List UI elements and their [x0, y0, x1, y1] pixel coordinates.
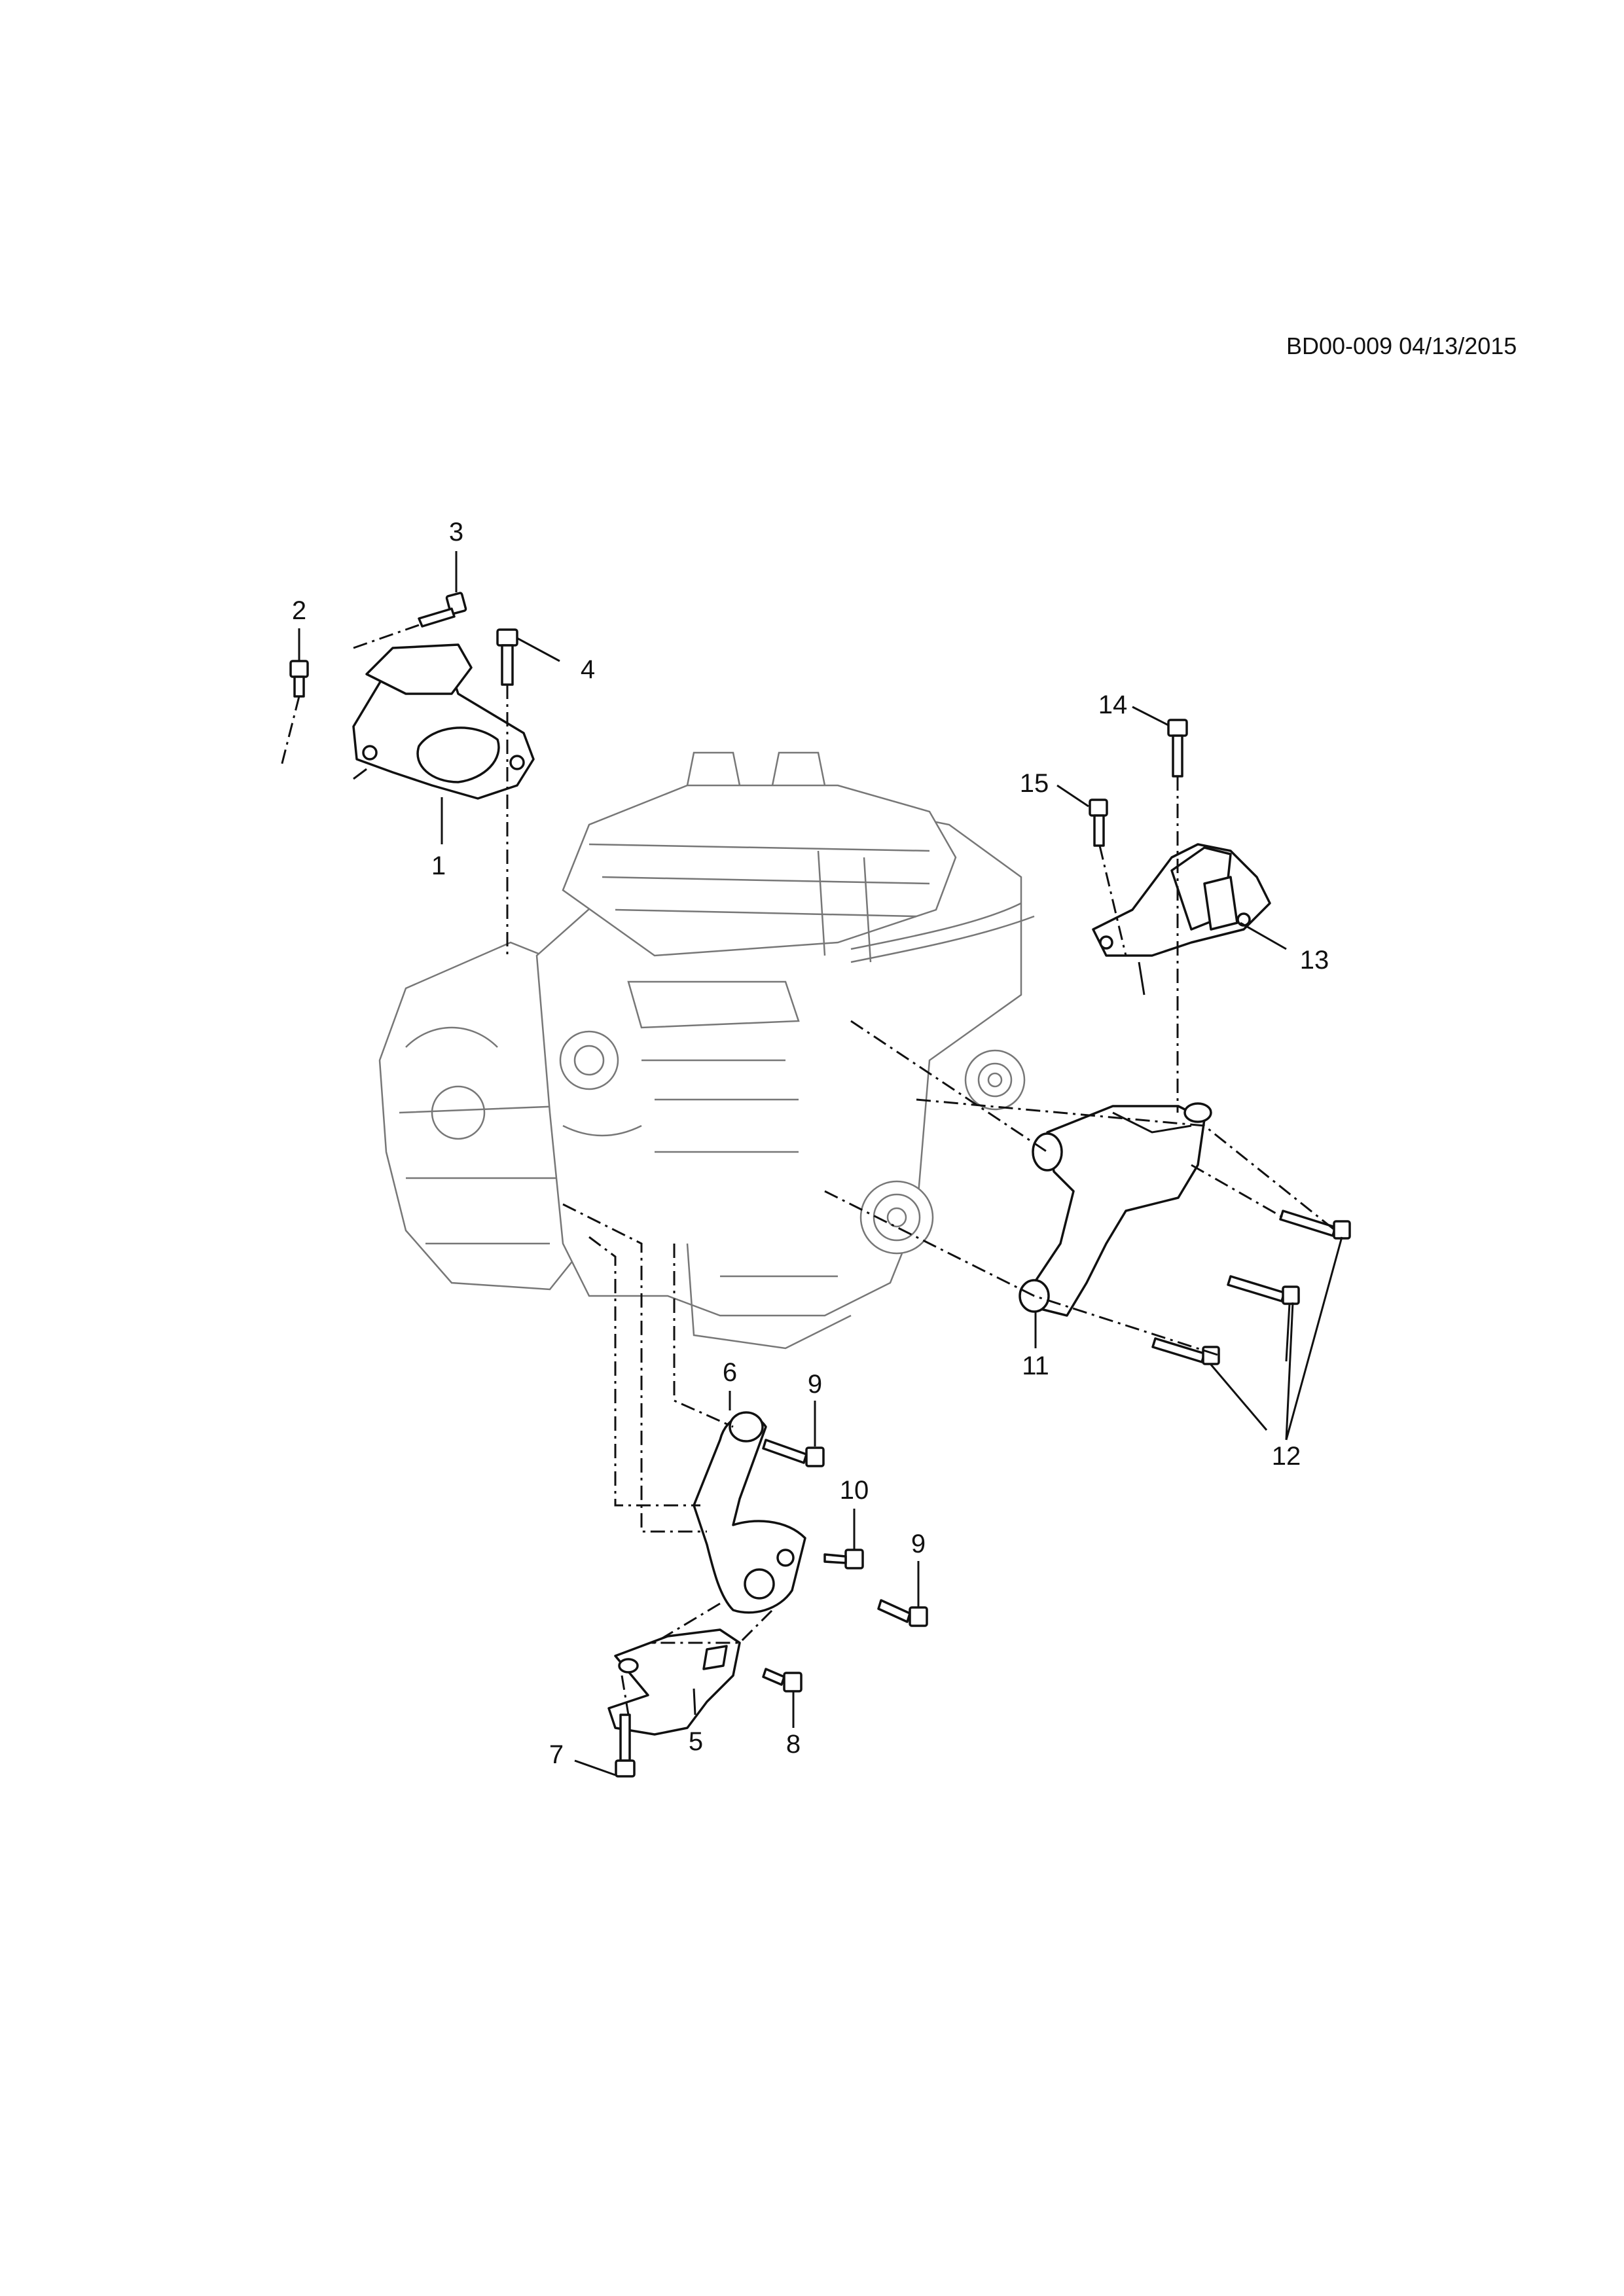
- callout-14: 14: [1098, 691, 1128, 719]
- lower-mount-bracket: [607, 1628, 741, 1736]
- bolt-14: [1167, 719, 1188, 778]
- right-engine-bracket: [1019, 1102, 1212, 1317]
- bolt-9-upper: [762, 1439, 825, 1467]
- bolt-2: [289, 660, 309, 698]
- bolt-3: [418, 592, 467, 628]
- callout-12: 12: [1272, 1442, 1301, 1471]
- bolt-7: [615, 1713, 636, 1778]
- callout-9-upper: 9: [808, 1370, 822, 1399]
- callout-13: 13: [1300, 946, 1329, 975]
- nut-10: [823, 1549, 864, 1570]
- callout-2: 2: [292, 596, 306, 625]
- bolt-4: [496, 628, 518, 686]
- callout-8: 8: [786, 1730, 801, 1759]
- callout-11: 11: [1022, 1352, 1049, 1380]
- upper-right-mount: [1092, 843, 1271, 996]
- leader-lines: [298, 551, 1343, 1776]
- callout-7: 7: [549, 1740, 564, 1769]
- callout-1: 1: [431, 852, 446, 880]
- lower-torque-arm: [693, 1411, 806, 1614]
- callout-labels: 1 2 3 4 5 6 7 8 9 9 10 11 12 13 14 15: [292, 518, 1329, 1769]
- callout-9-lower: 9: [911, 1530, 926, 1558]
- bolts-12: [1151, 1210, 1351, 1365]
- bolt-15: [1089, 798, 1108, 847]
- callout-5: 5: [689, 1727, 703, 1756]
- document-code: BD00-009 04/13/2015: [1286, 332, 1517, 359]
- callout-6: 6: [723, 1358, 737, 1387]
- bolt-8: [762, 1668, 803, 1693]
- callout-4: 4: [581, 655, 595, 684]
- callout-15: 15: [1020, 769, 1049, 798]
- assembly-centerlines: [280, 624, 1336, 1715]
- engine-assembly: [378, 751, 1035, 1350]
- callout-3: 3: [449, 518, 463, 547]
- upper-left-mount-bracket: [352, 643, 535, 844]
- bolt-9-lower: [877, 1599, 928, 1627]
- callout-10: 10: [840, 1476, 869, 1505]
